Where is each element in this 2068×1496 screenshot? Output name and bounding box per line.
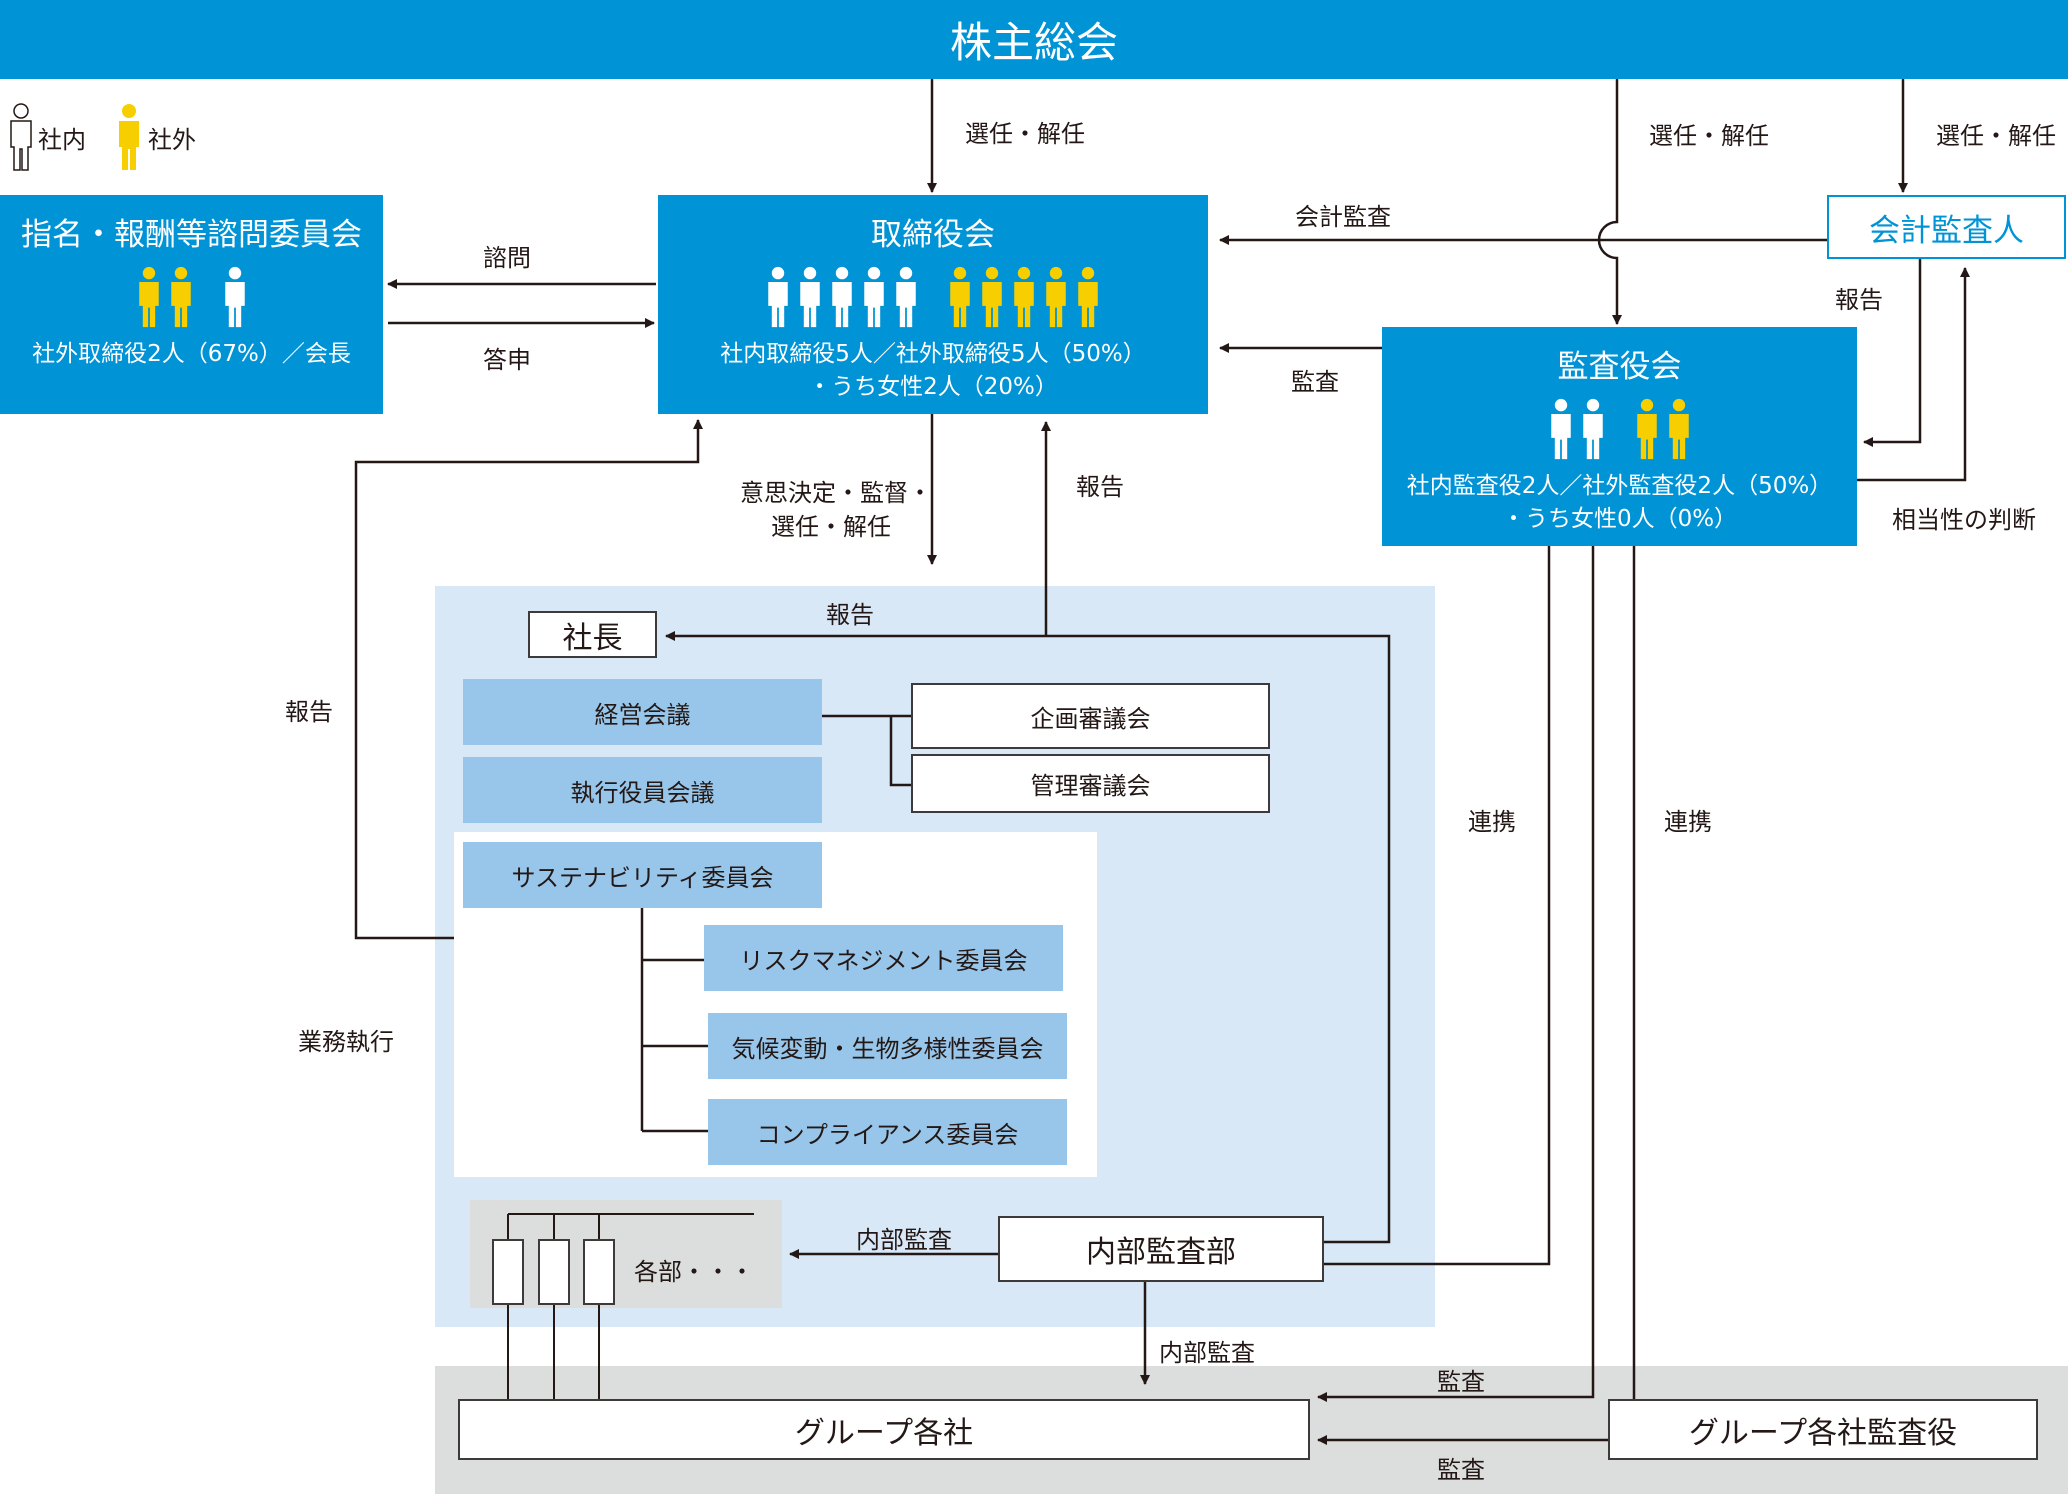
internal-audit-dept[interactable]: 内部監査部 (998, 1216, 1324, 1282)
person-outside-icon (1668, 398, 1689, 460)
president[interactable]: 社長 (528, 611, 657, 658)
label-answer: 答申 (483, 346, 531, 374)
person-inside-icon (832, 266, 852, 328)
group-companies[interactable]: グループ各社 (458, 1399, 1310, 1460)
department-box (538, 1239, 570, 1305)
person-outside-icon (1014, 266, 1034, 328)
person-outside-icon (138, 266, 159, 328)
departments-bus (507, 1213, 754, 1399)
board-of-directors[interactable]: 取締役会 社内取締役5人／社外取締役5人（50%） ・うち女性2人（20%） (658, 195, 1208, 414)
label-business-execution: 業務執行 (298, 1028, 394, 1056)
legend: 社内 社外 (8, 102, 196, 172)
edge-report-left (354, 419, 703, 940)
person-inside-icon (10, 103, 32, 171)
label-consult: 諮問 (483, 244, 531, 272)
climate-biodiversity-committee[interactable]: 気候変動・生物多様性委員会 (708, 1013, 1067, 1079)
audit-board[interactable]: 監査役会 社内監査役2人／社外監査役2人（50%） ・うち女性0人（0%） (1382, 327, 1857, 546)
accounting-auditor[interactable]: 会計監査人 (1827, 195, 2066, 259)
label-appropriateness: 相当性の判断 (1892, 506, 2036, 534)
board-summary-1: 社内取締役5人／社外取締役5人（50%） (720, 341, 1146, 367)
label-elect-board: 選任・解任 (965, 120, 1085, 148)
risk-management-committee[interactable]: リスクマネジメント委員会 (704, 925, 1063, 991)
audit-board-members (1382, 398, 1857, 460)
label-decision-1: 意思決定・監督・ (740, 479, 932, 507)
audit-board-title: 監査役会 (1557, 349, 1682, 385)
department-box (583, 1239, 615, 1305)
legend-label-inside: 社内 (38, 125, 86, 154)
person-inside-icon (224, 266, 245, 328)
edge-report-accounting (1863, 259, 1922, 447)
person-outside-icon (1078, 266, 1098, 328)
person-outside-icon (170, 266, 191, 328)
nomination-summary: 社外取締役2人（67%）／会長 (32, 341, 351, 367)
person-inside-icon (1582, 398, 1603, 460)
audit-board-summary-1: 社内監査役2人／社外監査役2人（50%） (1406, 473, 1833, 499)
person-inside-icon (1550, 398, 1571, 460)
label-internal-audit-depts: 内部監査 (856, 1226, 952, 1254)
person-outside-icon (982, 266, 1002, 328)
edge-report-president (665, 631, 1391, 1244)
board-title: 取締役会 (871, 217, 995, 253)
group-company-auditors[interactable]: グループ各社監査役 (1608, 1399, 2038, 1460)
board-summary-2: ・うち女性2人（20%） (808, 374, 1058, 400)
edge-councils (822, 714, 911, 787)
person-inside-icon (800, 266, 820, 328)
legend-label-outside: 社外 (148, 125, 196, 154)
edge-sustainability-tree (640, 908, 708, 1133)
executive-officers-meeting[interactable]: 執行役員会議 (463, 757, 822, 823)
label-audit-group-1: 監査 (1437, 1368, 1485, 1396)
planning-council[interactable]: 企画審議会 (911, 683, 1270, 749)
person-outside-icon (1046, 266, 1066, 328)
edge-cooperate-1 (1324, 546, 1551, 1266)
nomination-members (0, 266, 383, 328)
edge-audit-group-1 (1317, 546, 1595, 1402)
label-elect-accounting: 選任・解任 (1936, 122, 2056, 150)
person-inside-icon (896, 266, 916, 328)
label-audit-board: 監査 (1291, 368, 1339, 396)
label-decision-2: 選任・解任 (771, 513, 891, 541)
label-report-board: 報告 (1076, 473, 1124, 501)
person-outside-icon (1636, 398, 1657, 460)
edge-appropriateness (1857, 267, 1970, 482)
audit-board-summary-2: ・うち女性0人（0%） (1501, 506, 1738, 532)
person-outside-icon (950, 266, 970, 328)
label-audit-group-2: 監査 (1437, 1456, 1485, 1484)
label-cooperate-1: 連携 (1468, 808, 1516, 836)
person-inside-icon (768, 266, 788, 328)
shareholders-meeting: 株主総会 (0, 0, 2068, 79)
label-internal-audit-group: 内部監査 (1159, 1339, 1255, 1367)
nomination-committee[interactable]: 指名・報酬等諮問委員会 社外取締役2人（67%）／会長 (0, 195, 383, 414)
label-accounting-audit: 会計監査 (1295, 203, 1391, 231)
departments-label: 各部・・・ (634, 1258, 754, 1286)
label-report-left: 報告 (285, 698, 333, 726)
edge-elect-auditors (1597, 79, 1622, 325)
management-council[interactable]: 管理審議会 (911, 754, 1270, 813)
management-meeting[interactable]: 経営会議 (463, 679, 822, 745)
compliance-committee[interactable]: コンプライアンス委員会 (708, 1099, 1067, 1165)
nomination-title: 指名・報酬等諮問委員会 (21, 217, 362, 253)
label-report-accounting: 報告 (1835, 286, 1883, 314)
department-box (492, 1239, 524, 1305)
person-inside-icon (864, 266, 884, 328)
label-elect-auditors: 選任・解任 (1649, 122, 1769, 150)
label-cooperate-2: 連携 (1664, 808, 1712, 836)
board-members (658, 266, 1208, 328)
sustainability-committee[interactable]: サステナビリティ委員会 (463, 842, 822, 908)
label-report-president: 報告 (826, 601, 874, 629)
person-outside-icon (119, 104, 139, 170)
